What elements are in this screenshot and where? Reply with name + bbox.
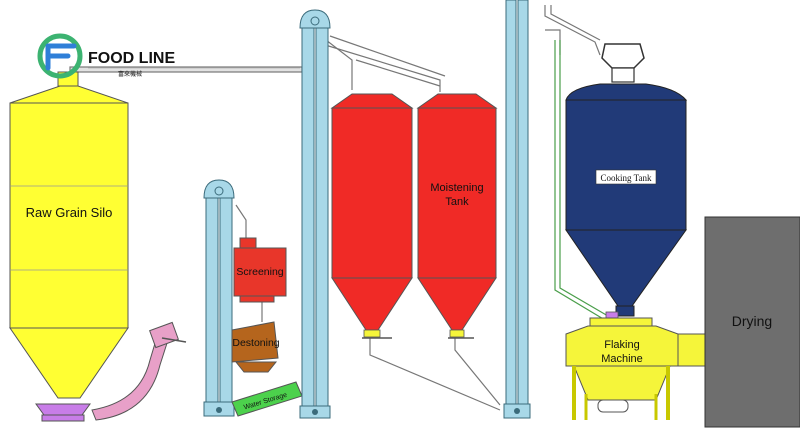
bucket-elevator-1 — [203, 179, 235, 417]
bucket-elevator-3 — [503, 0, 531, 419]
raw-grain-silo: Raw Grain Silo — [9, 71, 129, 422]
elevator-head-pulley-icon — [310, 16, 320, 26]
drying-label: Drying — [732, 313, 772, 329]
raw-grain-silo-label: Raw Grain Silo — [26, 205, 113, 220]
cooking-tank: Cooking Tank — [565, 43, 688, 320]
food-line-logo: FOOD LINE 富來機械 — [37, 33, 300, 79]
destoning-label: Destoning — [232, 337, 279, 349]
screening-label: Screening — [236, 266, 283, 278]
moistening-tanks: Moistening Tank — [330, 93, 498, 339]
flaking-machine-label-line1: Flaking — [604, 339, 639, 351]
drying-unit: Drying — [677, 216, 800, 428]
water-storage: Water Storage — [231, 381, 303, 417]
brand-name: FOOD LINE — [88, 50, 175, 67]
elevator-head-pulley-icon — [214, 186, 224, 196]
destoning-machine: Destoning — [231, 321, 280, 373]
brand-subtitle: 富來機械 — [118, 70, 142, 78]
flaking-machine-label-line2: Machine — [601, 353, 643, 365]
chain-conveyor — [91, 321, 187, 421]
bucket-elevator-2 — [299, 9, 331, 419]
logo-mark-icon — [37, 33, 83, 79]
screening-machine: Screening — [233, 237, 287, 303]
cooking-tank-label: Cooking Tank — [601, 173, 652, 183]
moistening-tank-label-line1: Moistening — [430, 182, 483, 194]
flaking-machine: Flaking Machine — [565, 317, 679, 420]
moistening-tank-label-line2: Tank — [445, 196, 469, 208]
